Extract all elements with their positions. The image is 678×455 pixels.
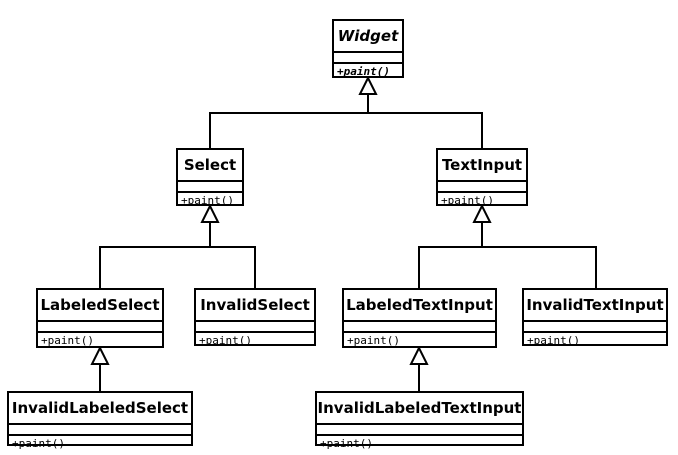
generalization-arrow-labeled-select (90, 345, 110, 365)
class-text-input-operation: +paint() (441, 194, 494, 207)
class-labeled-select-name: LabeledSelect (38, 290, 162, 322)
class-invalid-labeled-text-input-operation: +paint() (320, 437, 373, 450)
class-invalid-labeled-text-input: InvalidLabeledTextInput +paint() (315, 391, 524, 450)
class-select-operation: +paint() (181, 194, 234, 207)
generalization-labeled-text-input (409, 345, 429, 391)
generalization-widget (209, 75, 483, 148)
class-text-input: TextInput +paint() (436, 148, 528, 207)
class-labeled-text-input-attributes (344, 322, 495, 333)
class-invalid-labeled-text-input-attributes (317, 425, 522, 436)
class-invalid-text-input-operation: +paint() (527, 334, 580, 347)
class-invalid-labeled-select-attributes (9, 425, 191, 436)
generalization-arrow-select (200, 203, 220, 223)
class-invalid-labeled-text-input-name: InvalidLabeledTextInput (317, 393, 522, 425)
generalization-arrow-widget (358, 75, 378, 95)
class-invalid-select: InvalidSelect +paint() (194, 288, 316, 347)
connector-widget-children (209, 112, 483, 148)
class-labeled-text-input-operation: +paint() (347, 334, 400, 347)
class-labeled-text-input-name: LabeledTextInput (344, 290, 495, 322)
class-widget: Widget +paint() (332, 19, 404, 78)
class-labeled-text-input: LabeledTextInput +paint() (342, 288, 497, 348)
class-invalid-labeled-select-name: InvalidLabeledSelect (9, 393, 191, 425)
class-widget-operation: +paint() (337, 65, 390, 78)
class-select-name: Select (178, 150, 242, 182)
generalization-arrow-text-input (472, 203, 492, 223)
class-labeled-select-attributes (38, 322, 162, 333)
class-select-attributes (178, 182, 242, 193)
class-invalid-select-operation: +paint() (199, 334, 252, 347)
class-invalid-labeled-select-operation: +paint() (12, 437, 65, 450)
generalization-text-input (418, 203, 597, 288)
class-text-input-attributes (438, 182, 526, 193)
class-invalid-text-input-attributes (524, 322, 666, 333)
class-invalid-select-name: InvalidSelect (196, 290, 314, 322)
class-widget-attributes (334, 53, 402, 64)
class-widget-name: Widget (334, 21, 402, 53)
generalization-arrow-labeled-text-input (409, 345, 429, 365)
class-invalid-text-input: InvalidTextInput +paint() (522, 288, 668, 347)
generalization-labeled-select (90, 345, 110, 391)
class-invalid-text-input-name: InvalidTextInput (524, 290, 666, 322)
generalization-select (99, 203, 256, 288)
class-labeled-select-operation: +paint() (41, 334, 94, 347)
class-text-input-name: TextInput (438, 150, 526, 182)
connector-text-input-children (418, 246, 597, 288)
class-select: Select +paint() (176, 148, 244, 207)
class-labeled-select: LabeledSelect +paint() (36, 288, 164, 348)
connector-select-children (99, 246, 256, 288)
class-invalid-labeled-select: InvalidLabeledSelect +paint() (7, 391, 193, 450)
class-invalid-select-attributes (196, 322, 314, 333)
